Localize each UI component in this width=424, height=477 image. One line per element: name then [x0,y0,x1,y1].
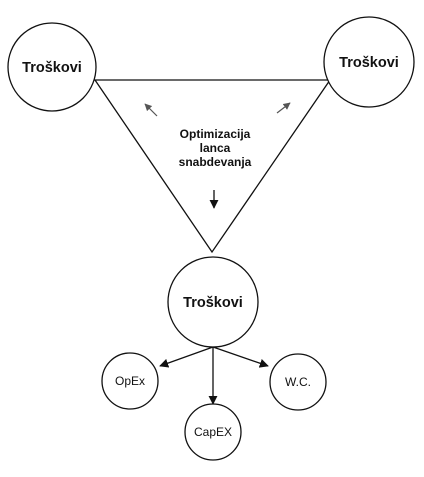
arrow-up-right-icon [276,102,291,114]
capex-label: CapEX [194,425,232,439]
arrow-to-opex-icon [159,346,214,368]
triangle-text-line-2: lanca [200,141,231,155]
top-right-cost-label: Troškovi [339,55,399,71]
top-left-cost-circle [7,22,97,112]
top-right-cost-circle [323,16,415,108]
arrow-up-left-icon [144,103,158,117]
capex-circle [184,403,242,461]
opex-circle [101,352,159,410]
triangle-text-line-1: Optimizacija [180,127,251,141]
top-left-cost-label: Troškovi [22,60,82,76]
triangle-text-line-3: snabdevanja [179,155,252,169]
center-cost-label: Troškovi [183,295,243,311]
arrow-to-wc-icon [212,346,269,368]
opex-label: OpEx [115,374,145,388]
wc-circle [269,353,327,411]
wc-label: W.C. [285,375,311,389]
supply-chain-triangle [93,79,332,254]
